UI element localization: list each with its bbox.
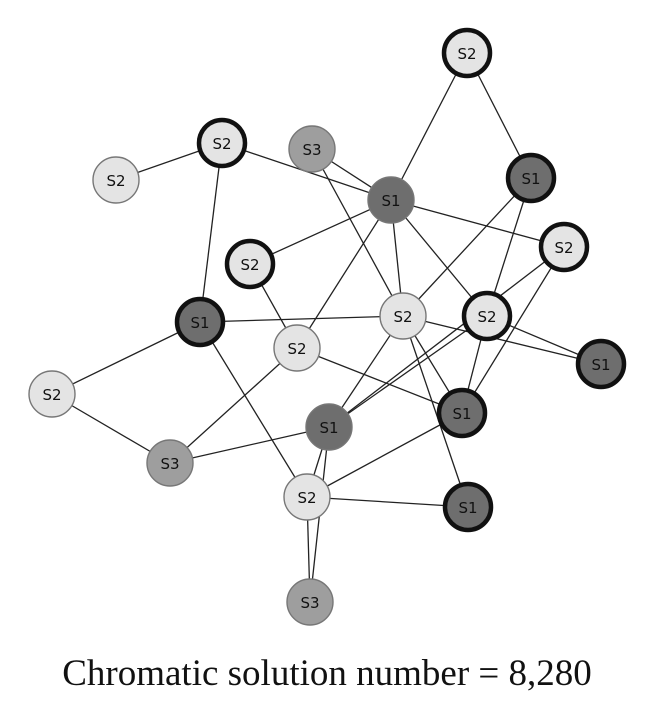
node-label: S2 [287, 340, 306, 358]
edge-n3-n10 [311, 148, 404, 317]
graph-node-s1: S1 [305, 403, 353, 451]
node-circle [288, 125, 336, 173]
node-label: S1 [381, 192, 400, 210]
graph-node-s2: S2 [196, 117, 248, 169]
edge-n10-n19 [402, 315, 469, 508]
edge-n1-n5 [390, 52, 468, 201]
node-circle [436, 387, 488, 439]
graph-node-s2: S2 [538, 221, 590, 273]
node-label: S3 [300, 594, 319, 612]
edge-n15-n18 [306, 412, 463, 498]
graph-node-s2: S2 [273, 324, 321, 372]
edge-n7-n16 [328, 246, 565, 428]
graph-node-s1: S1 [174, 296, 226, 348]
edge-n9-n18 [199, 321, 308, 498]
edge-n18-n19 [306, 496, 469, 508]
node-circle [461, 290, 513, 342]
graph-node-s2: S2 [92, 156, 140, 204]
node-circle [28, 370, 76, 418]
node-label: S2 [554, 239, 573, 257]
node-label: S2 [477, 308, 496, 326]
node-circle [441, 27, 493, 79]
graph-node-s2: S2 [224, 238, 276, 290]
node-circle [367, 176, 415, 224]
node-circle [286, 578, 334, 626]
node-circle [538, 221, 590, 273]
graph-node-s2: S2 [461, 290, 513, 342]
edge-n12-n15 [296, 347, 463, 414]
edge-n5-n7 [390, 199, 565, 248]
node-circle [442, 481, 494, 533]
node-label: S1 [190, 314, 209, 332]
node-circle [305, 403, 353, 451]
edge-n2-n9 [199, 142, 223, 323]
node-label: S1 [591, 356, 610, 374]
edge-n7-n15 [461, 246, 565, 414]
node-label: S2 [212, 135, 231, 153]
node-circle [505, 152, 557, 204]
node-circle [379, 292, 427, 340]
node-label: S1 [452, 405, 471, 423]
edge-n10-n13 [402, 315, 602, 365]
node-label: S1 [458, 499, 477, 517]
node-circle [575, 338, 627, 390]
node-label: S2 [42, 386, 61, 404]
edge-n11-n16 [328, 315, 488, 428]
node-label: S2 [457, 45, 476, 63]
node-circle [174, 296, 226, 348]
graph-node-s1: S1 [436, 387, 488, 439]
graph-node-s2: S2 [441, 27, 493, 79]
node-label: S2 [240, 256, 259, 274]
graph-node-s1: S1 [442, 481, 494, 533]
node-circle [283, 473, 331, 521]
graph-node-s1: S1 [575, 338, 627, 390]
node-circle [273, 324, 321, 372]
node-label: S2 [106, 172, 125, 190]
edge-n16-n17 [169, 426, 330, 464]
graph-node-s3: S3 [288, 125, 336, 173]
graph-node-s1: S1 [367, 176, 415, 224]
graph-node-s2: S2 [379, 292, 427, 340]
chromatic-solution-caption: Chromatic solution number = 8,280 [62, 653, 592, 694]
edge-n5-n12 [296, 199, 392, 349]
graph-node-s2: S2 [28, 370, 76, 418]
node-circle [92, 156, 140, 204]
graph-node-s3: S3 [286, 578, 334, 626]
edge-n5-n8 [249, 199, 392, 265]
node-circle [224, 238, 276, 290]
node-label: S3 [160, 455, 179, 473]
node-label: S2 [297, 489, 316, 507]
node-circle [146, 439, 194, 487]
node-label: S3 [302, 141, 321, 159]
node-label: S1 [319, 419, 338, 437]
node-label: S1 [521, 170, 540, 188]
edge-n9-n14 [51, 321, 201, 395]
edge-n12-n17 [169, 347, 298, 464]
node-label: S2 [393, 308, 412, 326]
graph-node-s2: S2 [283, 473, 331, 521]
graph-node-s1: S1 [505, 152, 557, 204]
edge-n9-n10 [199, 315, 404, 323]
edge-n6-n10 [402, 177, 532, 317]
node-circle [196, 117, 248, 169]
graph-node-s3: S3 [146, 439, 194, 487]
